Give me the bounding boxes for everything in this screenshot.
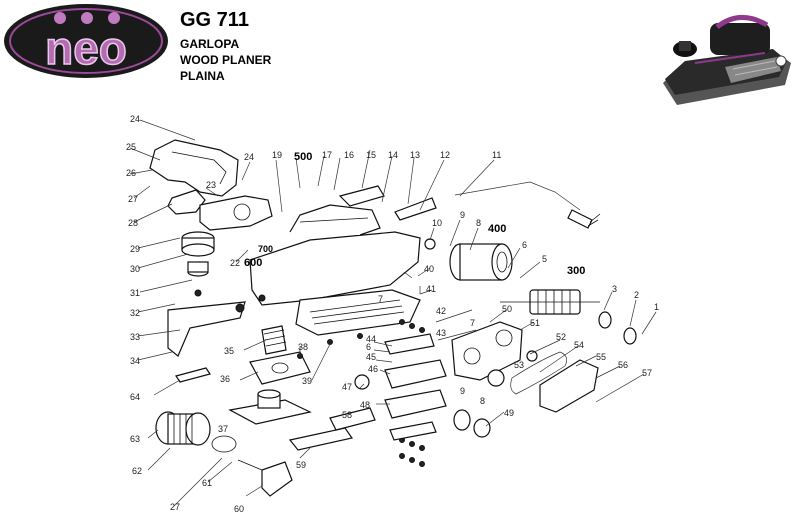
- depth-knob: [181, 231, 215, 297]
- part-label: 61: [202, 478, 212, 488]
- part-label: 27: [128, 194, 138, 204]
- part-label: 10: [432, 218, 442, 228]
- part-label: 63: [130, 434, 140, 444]
- part-label: 42: [436, 306, 446, 316]
- part-labels: 1 2 3 5 6 7 8 9 10 11 12 13 14 15 16 17 …: [126, 114, 659, 514]
- part-label: 46: [368, 364, 378, 374]
- base-plate: [228, 389, 376, 451]
- part-label: 14: [388, 150, 398, 160]
- part-label: 41: [426, 284, 436, 294]
- part-label: 9: [460, 386, 465, 396]
- part-label: 7: [378, 294, 383, 304]
- group-label-300: 300: [567, 265, 585, 277]
- part-label: 38: [298, 342, 308, 352]
- part-label: 6: [522, 240, 527, 250]
- part-label: 34: [130, 356, 140, 366]
- model-number: GG 711: [180, 9, 249, 31]
- part-label: 51: [530, 318, 540, 328]
- part-label: 62: [132, 466, 142, 476]
- part-label: 12: [440, 150, 450, 160]
- part-label: 50: [502, 304, 512, 314]
- part-label: 44: [366, 334, 376, 344]
- part-label: 33: [130, 332, 140, 342]
- name-en: WOOD PLANER: [180, 53, 272, 67]
- part-label: 45: [366, 352, 376, 362]
- part-label: 11: [492, 150, 501, 160]
- part-label: 47: [342, 382, 352, 392]
- part-label: 64: [130, 392, 140, 402]
- wood-planer-photo: [663, 15, 791, 105]
- part-label: 8: [480, 396, 485, 406]
- part-label: 5: [542, 254, 547, 264]
- group-label-600: 600: [244, 257, 262, 269]
- part-label: 8: [476, 218, 481, 228]
- part-label: 25: [126, 142, 136, 152]
- part-label: 58: [342, 410, 352, 420]
- leader-lines: [129, 119, 657, 507]
- part-label: 6: [366, 342, 371, 352]
- part-label: 26: [126, 168, 136, 178]
- part-label: 1: [654, 302, 659, 312]
- neo-logo: neo: [4, 4, 168, 78]
- part-label: 60: [234, 504, 244, 514]
- part-label: 13: [410, 150, 420, 160]
- motor-rotor: [500, 289, 637, 345]
- part-label: 24: [244, 152, 254, 162]
- part-label: 28: [128, 218, 138, 228]
- dust-outlet: [155, 367, 293, 497]
- part-label: 36: [220, 374, 230, 384]
- part-label: 27: [170, 502, 180, 512]
- blade-drum: [354, 359, 491, 438]
- part-label: 15: [366, 150, 376, 160]
- part-label: 52: [556, 332, 566, 342]
- power-cable: [394, 181, 601, 229]
- screw-set: [297, 319, 437, 467]
- part-label: 17: [322, 150, 332, 160]
- part-label: 48: [360, 400, 370, 410]
- part-label: 2: [634, 290, 639, 300]
- part-label: 24: [130, 114, 140, 124]
- group-label-400: 400: [488, 223, 506, 235]
- part-label: 31: [130, 288, 140, 298]
- name-pt: PLAINA: [180, 69, 225, 83]
- part-label: 23: [206, 180, 216, 190]
- svg-text:neo: neo: [45, 22, 127, 74]
- part-label: 32: [130, 308, 140, 318]
- group-label-500: 500: [294, 151, 312, 163]
- motor-stator: [424, 238, 513, 281]
- product-title: GG 711 GARLOPA WOOD PLANER PLAINA: [180, 10, 271, 84]
- part-label: 7: [470, 318, 475, 328]
- name-es: GARLOPA: [180, 37, 240, 51]
- part-label: 59: [296, 460, 306, 470]
- part-label: 53: [514, 360, 524, 370]
- group-label-700: 700: [258, 244, 273, 254]
- part-label: 54: [574, 340, 584, 350]
- part-label: 55: [596, 352, 606, 362]
- part-label: 16: [344, 150, 354, 160]
- part-label: 43: [436, 328, 446, 338]
- part-label: 9: [460, 210, 465, 220]
- part-label: 37: [218, 424, 228, 434]
- part-label: 39: [302, 376, 312, 386]
- part-label: 40: [424, 264, 434, 274]
- side-cover: [451, 321, 599, 413]
- part-label: 22: [230, 258, 240, 268]
- part-label: 35: [224, 346, 234, 356]
- part-label: 19: [272, 150, 282, 160]
- front-shoe: [167, 301, 311, 385]
- part-label: 57: [642, 368, 652, 378]
- part-label: 29: [130, 244, 140, 254]
- part-label: 49: [504, 408, 514, 418]
- main-body: [249, 185, 421, 336]
- part-label: 30: [130, 264, 140, 274]
- rear-handle-housing: [149, 139, 273, 231]
- part-label: 56: [618, 360, 628, 370]
- part-label: 3: [612, 284, 617, 294]
